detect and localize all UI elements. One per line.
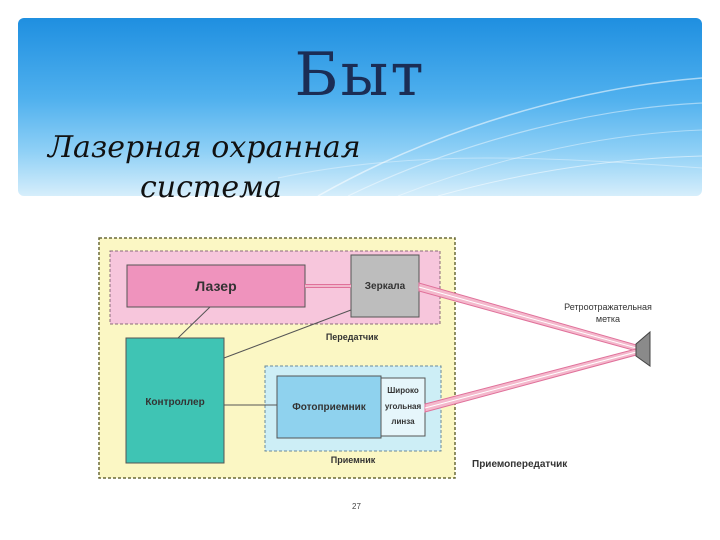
transmitter-label: Передатчик xyxy=(326,332,379,342)
controller-label: Контроллер xyxy=(145,397,204,408)
transceiver-label: Приемопередатчик xyxy=(472,459,568,470)
controller-box xyxy=(125,337,225,464)
receiver-label: Приемник xyxy=(331,455,376,465)
photodetector-label: Фотоприемник xyxy=(292,402,367,413)
photodetector-box xyxy=(276,375,382,439)
page-number: 27 xyxy=(352,502,361,511)
subtitle-line-1: Лазерная охранная xyxy=(48,130,361,165)
subtitle-line-2: система xyxy=(140,170,282,205)
slide-subtitle: Лазерная охранная система xyxy=(48,128,408,208)
mirrors-label: Зеркала xyxy=(365,281,406,292)
header-banner xyxy=(18,18,702,196)
laser-label: Лазер xyxy=(195,278,236,294)
banner-swoosh-decoration xyxy=(277,77,702,196)
wide-lens-label-2: угольная xyxy=(385,402,422,411)
retroreflective-mark xyxy=(635,330,651,367)
controller-mirrors-link xyxy=(223,309,352,359)
controller-laser-link xyxy=(177,306,211,339)
retro-mark-label-2: метка xyxy=(596,314,620,324)
retro-mark-label-1: Ретроотражательная xyxy=(564,302,652,312)
slide-title: Быт xyxy=(294,40,426,110)
wide-lens-label-3: линза xyxy=(391,417,415,426)
mirrors-box xyxy=(350,254,420,318)
laser-box xyxy=(126,264,306,308)
wide-lens-label-1: Широко xyxy=(387,386,419,395)
